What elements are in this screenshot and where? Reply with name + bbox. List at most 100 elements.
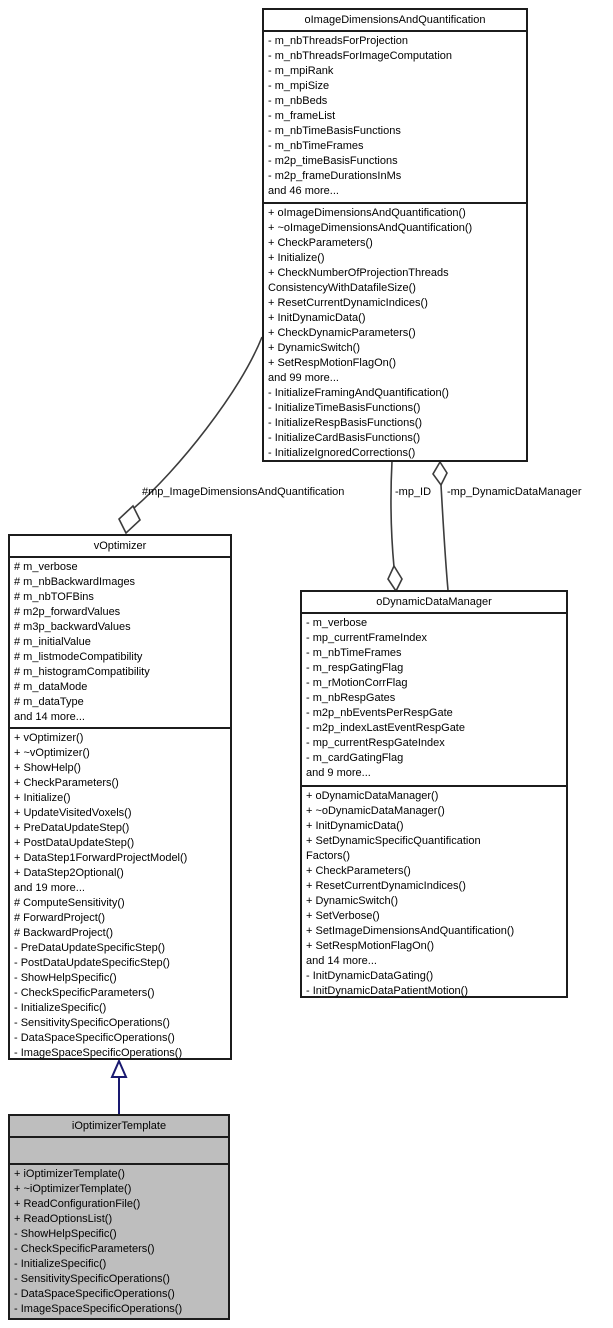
member-line: - CheckSpecificParameters() — [14, 1243, 155, 1255]
member-line: - InitializeSpecific() — [14, 1002, 107, 1014]
member-line: - PreDataUpdateSpecificStep() — [14, 942, 166, 954]
member-line: - DataSpaceSpecificOperations() — [14, 1288, 175, 1300]
member-line: - InitDynamicDataPatientMotion() — [306, 985, 469, 997]
member-line: - m_nbTimeFrames — [268, 140, 364, 152]
member-line: - m_nbThreadsForProjection — [268, 35, 409, 47]
class-node-voptimizer[interactable]: vOptimizer # m_verbose # m_nbBackwardImag… — [8, 534, 232, 1060]
member-line: - InitializeFramingAndQuantification() — [268, 387, 449, 399]
member-line: - m2p_timeBasisFunctions — [268, 155, 398, 167]
member-line: + UpdateVisitedVoxels() — [14, 807, 132, 819]
member-line: # m_initialValue — [14, 636, 91, 648]
member-line: - m_nbRespGates — [306, 692, 396, 704]
member-line: + ~oDynamicDataManager() — [306, 805, 445, 817]
member-line: - DataSpaceSpecificOperations() — [14, 1032, 175, 1044]
member-line: # m_nbTOFBins — [14, 591, 94, 603]
member-line: - PostDataUpdateSpecificStep() — [14, 957, 170, 969]
member-line: - InitializeTimeBasisFunctions() — [268, 402, 421, 414]
member-line: # m_listmodeCompatibility — [14, 651, 143, 663]
member-line: + InitDynamicData() — [268, 312, 366, 324]
class-attributes: - m_nbThreadsForProjection - m_nbThreadsF… — [264, 32, 526, 204]
member-line: + ShowHelp() — [14, 762, 81, 774]
class-attributes — [10, 1138, 228, 1165]
member-line: - m_cardGatingFlag — [306, 752, 404, 764]
class-title[interactable]: oDynamicDataManager — [302, 592, 566, 614]
member-line: and 14 more... — [306, 955, 377, 967]
member-line: # m3p_backwardValues — [14, 621, 131, 633]
member-line: + SetRespMotionFlagOn() — [268, 357, 397, 369]
aggregation-diamond-icon — [432, 460, 448, 487]
member-line: - ShowHelpSpecific() — [14, 1228, 117, 1240]
member-line: # m_nbBackwardImages — [14, 576, 136, 588]
class-methods: + oImageDimensionsAndQuantification()+ ~… — [264, 204, 526, 461]
class-node-odynamicdatamanager[interactable]: oDynamicDataManager - m_verbose - mp_curr… — [300, 590, 568, 998]
member-line: + DataStep2Optional() — [14, 867, 124, 879]
member-line: - CheckSpecificParameters() — [14, 987, 155, 999]
member-line: + CheckParameters() — [306, 865, 411, 877]
member-line: + iOptimizerTemplate() — [14, 1168, 125, 1180]
member-line: - InitializeRespBasisFunctions() — [268, 417, 423, 429]
member-line: + SetVerbose() — [306, 910, 380, 922]
member-line: - mp_currentFrameIndex — [306, 632, 428, 644]
class-title[interactable]: iOptimizerTemplate — [10, 1116, 228, 1138]
member-line: # ComputeSensitivity() — [14, 897, 125, 909]
member-line: and 9 more... — [306, 767, 371, 779]
member-line: + ResetCurrentDynamicIndices() — [306, 880, 466, 892]
member-line: - m_nbBeds — [268, 95, 328, 107]
member-line: + DynamicSwitch() — [306, 895, 398, 907]
member-line: + CheckDynamicParameters() — [268, 327, 416, 339]
member-line: - ImageSpaceSpecificOperations() — [14, 1047, 183, 1059]
member-line: - m_rMotionCorrFlag — [306, 677, 408, 689]
class-node-ioptimizertemplate[interactable]: iOptimizerTemplate + iOptimizerTemplate(… — [8, 1114, 230, 1320]
member-line: - m2p_nbEventsPerRespGate — [306, 707, 453, 719]
member-line: and 46 more... — [268, 185, 339, 197]
member-line: + oDynamicDataManager() — [306, 790, 439, 802]
member-line: + ResetCurrentDynamicIndices() — [268, 297, 428, 309]
member-line: + ~oImageDimensionsAndQuantification() — [268, 222, 473, 234]
member-line: - ShowHelpSpecific() — [14, 972, 117, 984]
member-line: and 99 more... — [268, 372, 339, 384]
member-line: - m_mpiSize — [268, 80, 330, 92]
member-line: + Initialize() — [268, 252, 325, 264]
edge-aggregation-mp-id — [387, 460, 403, 593]
member-line: - ImageSpaceSpecificOperations() — [14, 1303, 183, 1315]
member-line: + ~vOptimizer() — [14, 747, 90, 759]
class-node-oimagedimensionsandquantification[interactable]: oImageDimensionsAndQuantification - m_nb… — [262, 8, 528, 462]
member-line: + CheckNumberOfProjectionThreads — [268, 267, 449, 279]
member-line: - m2p_frameDurationsInMs — [268, 170, 402, 182]
member-line: - SensitivitySpecificOperations() — [14, 1017, 170, 1029]
member-line: - m_nbTimeFrames — [306, 647, 402, 659]
member-line: + ReadOptionsList() — [14, 1213, 113, 1225]
member-line: ConsistencyWithDatafileSize() — [268, 282, 416, 294]
inheritance-triangle-icon — [110, 1058, 128, 1078]
member-line: - m2p_indexLastEventRespGate — [306, 722, 465, 734]
aggregation-diamond-icon — [387, 564, 403, 593]
member-line: # m_verbose — [14, 561, 78, 573]
class-attributes: # m_verbose # m_nbBackwardImages # m_nbTOF… — [10, 558, 230, 729]
member-line: # ForwardProject() — [14, 912, 106, 924]
member-line: + CheckParameters() — [14, 777, 119, 789]
member-line: + InitDynamicData() — [306, 820, 404, 832]
member-line: - m_nbTimeBasisFunctions — [268, 125, 401, 137]
member-line: + SetDynamicSpecificQuantification — [306, 835, 481, 847]
edge-label-mp-image-dimensions-and-quantification: #mp_ImageDimensionsAndQuantification — [142, 486, 345, 498]
edge-label-mp-dynamic-data-manager: -mp_DynamicDataManager — [447, 486, 582, 498]
aggregation-diamond-icon — [118, 504, 141, 535]
member-line: + vOptimizer() — [14, 732, 84, 744]
member-line: - InitDynamicDataGating() — [306, 970, 434, 982]
class-methods: + iOptimizerTemplate()+ ~iOptimizerTempl… — [10, 1165, 228, 1317]
member-line: + PostDataUpdateStep() — [14, 837, 135, 849]
class-attributes: - m_verbose - mp_currentFrameIndex - m_nbT… — [302, 614, 566, 787]
member-line: # m2p_forwardValues — [14, 606, 121, 618]
member-line: - m_verbose — [306, 617, 368, 629]
member-line: - InitializeCardBasisFunctions() — [268, 432, 421, 444]
class-title[interactable]: vOptimizer — [10, 536, 230, 558]
member-line: and 19 more... — [14, 882, 85, 894]
member-line: - m_nbThreadsForImageComputation — [268, 50, 453, 62]
edge-aggregation-mp-image-dimensions-and-quantification — [118, 336, 263, 535]
class-methods: + vOptimizer() + ~vOptimizer() + ShowHelp(… — [10, 729, 230, 1061]
member-line: # m_dataType — [14, 696, 84, 708]
member-line: - SensitivitySpecificOperations() — [14, 1273, 170, 1285]
class-title[interactable]: oImageDimensionsAndQuantification — [264, 10, 526, 32]
member-line: # m_histogramCompatibility — [14, 666, 150, 678]
